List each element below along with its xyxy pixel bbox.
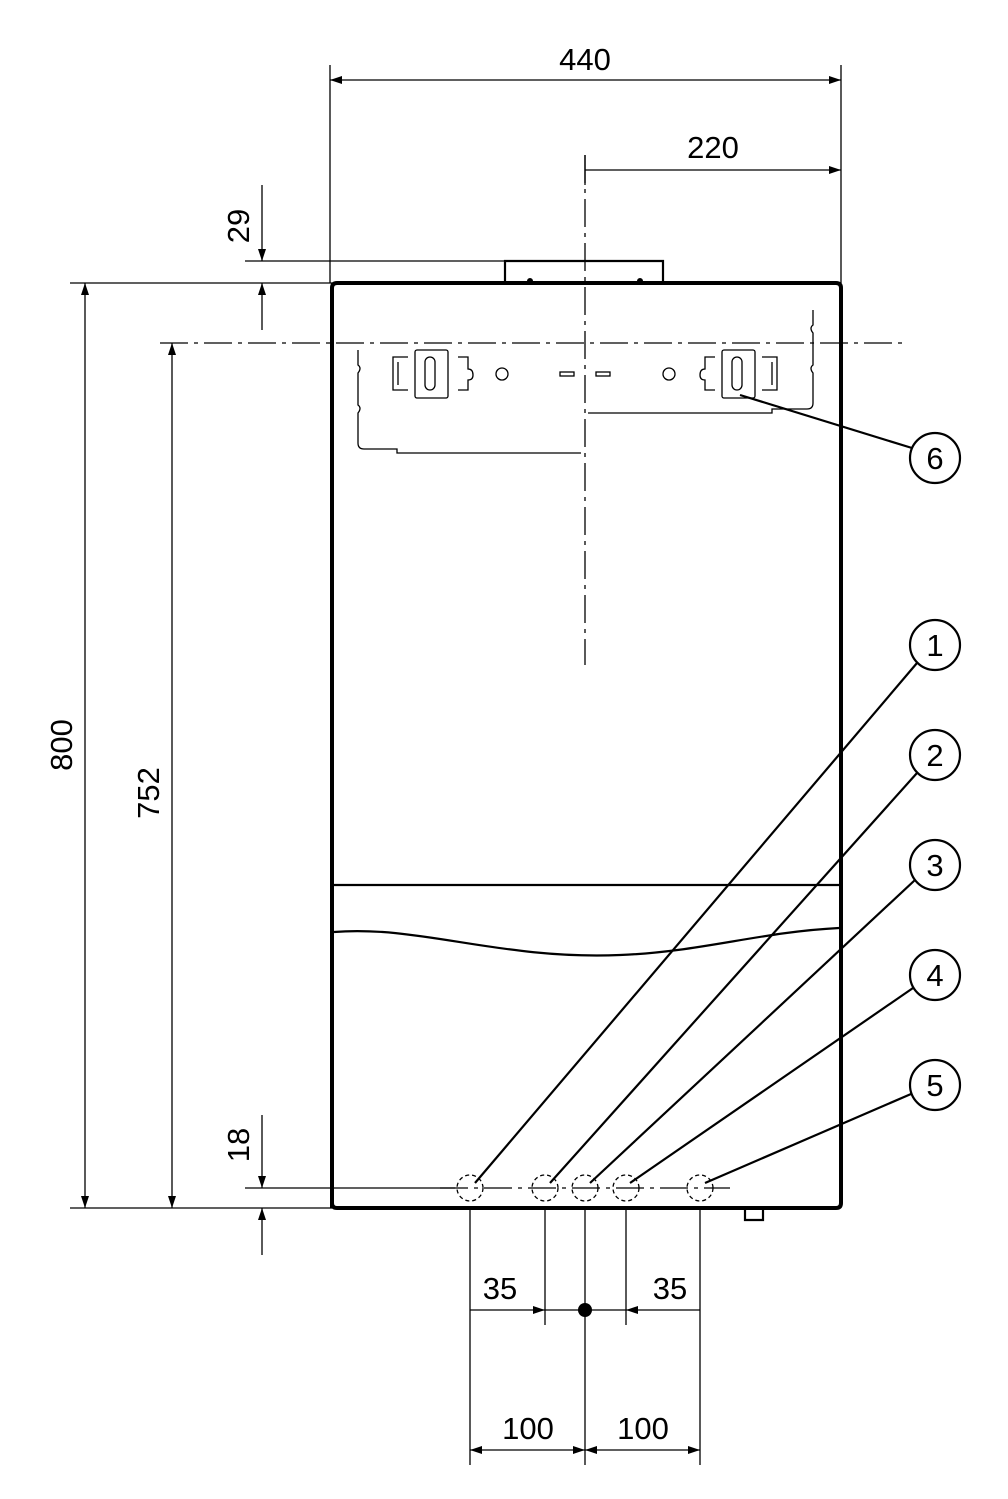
callout-3: 3 (926, 848, 943, 883)
pipe-connections (456, 1174, 714, 1202)
dim-pipe-spacing-left: 35 (483, 1271, 517, 1306)
callout-6: 6 (926, 441, 943, 476)
dim-top-offset: 29 (221, 209, 256, 243)
dim-width-half: 220 (687, 130, 739, 165)
dimension-lines (81, 76, 841, 1454)
dim-bottom-offset: 18 (221, 1128, 256, 1162)
dim-height-bracket: 752 (131, 767, 166, 819)
callout-2: 2 (926, 738, 943, 773)
dim-height-total: 800 (44, 719, 79, 771)
reference-point (578, 1303, 592, 1317)
boiler-body (330, 259, 843, 1222)
callout-5: 5 (926, 1068, 943, 1103)
dim-outer-left: 100 (502, 1411, 554, 1446)
extension-lines (70, 65, 842, 1465)
mounting-bracket (357, 310, 814, 454)
callout-4: 4 (926, 958, 943, 993)
callouts: 1 2 3 4 5 6 (474, 393, 962, 1185)
dim-pipe-spacing-right: 35 (653, 1271, 687, 1306)
dim-width-total: 440 (559, 42, 611, 77)
dim-outer-right: 100 (617, 1411, 669, 1446)
callout-1: 1 (926, 628, 943, 663)
